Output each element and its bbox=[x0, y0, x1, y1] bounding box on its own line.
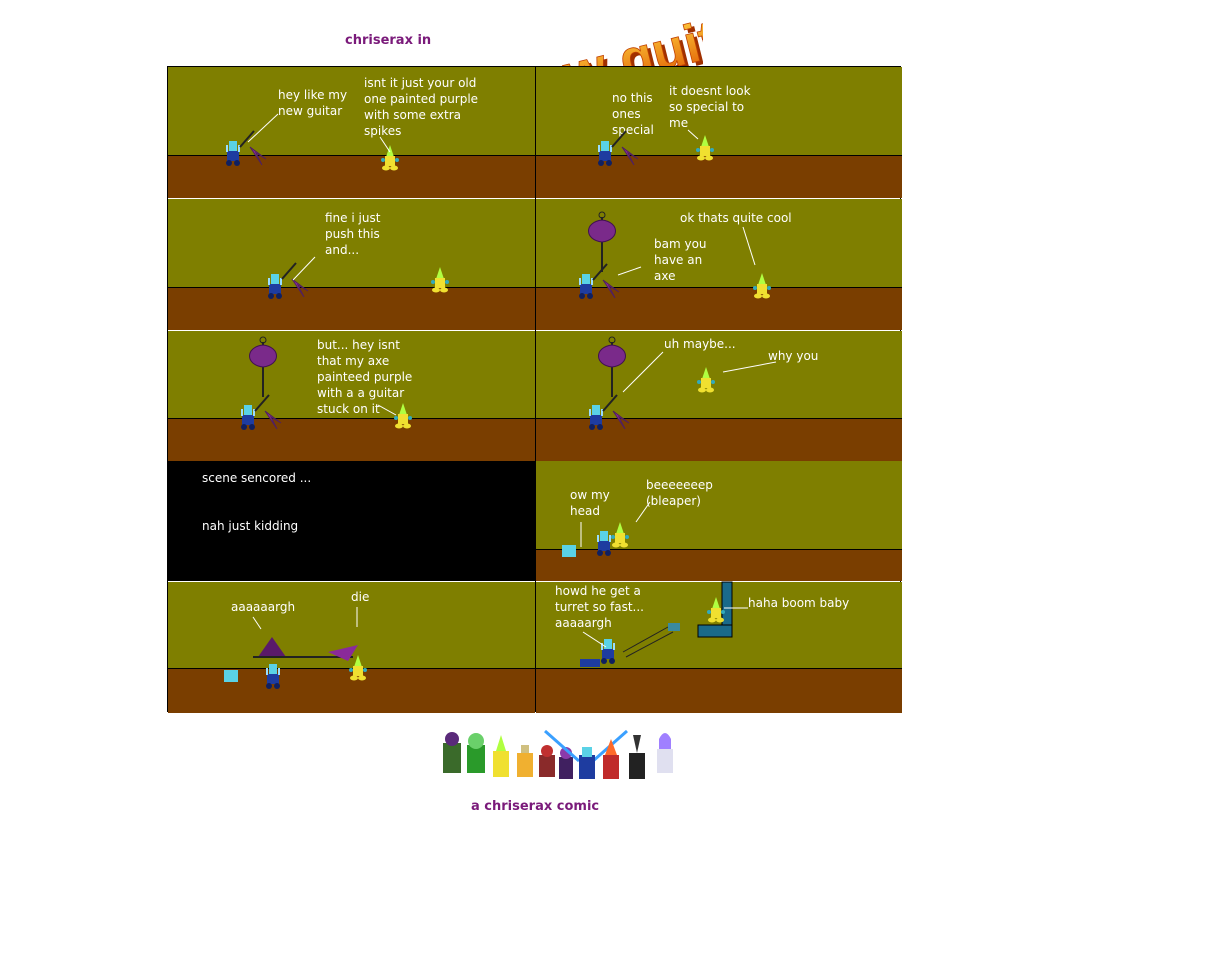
speech-bubble: haha boom baby bbox=[748, 596, 850, 610]
robot-icon bbox=[629, 735, 645, 779]
robot-icon bbox=[443, 732, 461, 773]
comic-credit: a chriserax comic bbox=[471, 799, 600, 814]
speech-bubble: but... hey isnt that my axe painteed pur… bbox=[317, 338, 413, 416]
panel-5: but... hey isnt that my axe painteed pur… bbox=[168, 331, 535, 461]
speech-bubble: ow my head bbox=[570, 488, 610, 518]
panel-divider bbox=[535, 67, 536, 711]
panel-1: hey like my new guitar isnt it just your… bbox=[168, 67, 535, 198]
speech-bubble: no this ones special bbox=[612, 91, 654, 137]
comic-title-logo: new guitar new guitar bbox=[496, 0, 703, 100]
robot-icon bbox=[559, 747, 573, 779]
caption-text: scene sencored ... bbox=[202, 471, 312, 485]
robot-icon bbox=[657, 733, 673, 773]
speech-bubble: ok thats quite cool bbox=[680, 211, 792, 225]
speech-bubble: bam you have an axe bbox=[654, 237, 707, 283]
speech-bubble: die bbox=[351, 590, 370, 604]
robot-icon bbox=[579, 747, 595, 779]
speech-bubble: hey like my new guitar bbox=[278, 88, 348, 118]
robot-icon bbox=[493, 735, 509, 777]
comic-subtitle: chriserax in bbox=[345, 33, 432, 48]
speech-bubble: howd he get a turret so fast... aaaaargh bbox=[555, 584, 644, 630]
speech-bubble: fine i just push this and... bbox=[325, 211, 381, 257]
panel-4: ok thats quite cool bam you have an axe bbox=[536, 199, 902, 330]
robot-icon bbox=[603, 739, 619, 779]
panel-6: uh maybe... why you bbox=[536, 331, 902, 461]
panel-7: scene sencored ... nah just kidding bbox=[168, 461, 535, 581]
speech-bubble: it doesnt look so special to me bbox=[669, 84, 751, 130]
caption-text: nah just kidding bbox=[202, 519, 299, 533]
panel-2: no this ones special it doesnt look so s… bbox=[536, 67, 902, 198]
speech-bubble: aaaaaargh bbox=[231, 600, 296, 614]
cast-lineup bbox=[443, 729, 673, 779]
panel-3: fine i just push this and... bbox=[168, 199, 535, 330]
panel-8: ow my head beeeeeeep (bleaper) bbox=[536, 461, 902, 581]
robot-icon bbox=[467, 733, 485, 773]
comic-strip: hey like my new guitar isnt it just your… bbox=[167, 66, 902, 713]
speech-bubble: why you bbox=[768, 349, 819, 363]
robot-icon bbox=[539, 745, 555, 777]
speech-bubble: beeeeeeep (bleaper) bbox=[646, 478, 713, 508]
robot-icon bbox=[517, 745, 533, 777]
comic-characters bbox=[224, 113, 777, 689]
speech-bubble: uh maybe... bbox=[664, 337, 736, 351]
speech-bubble: isnt it just your old one painted purple… bbox=[364, 76, 479, 138]
